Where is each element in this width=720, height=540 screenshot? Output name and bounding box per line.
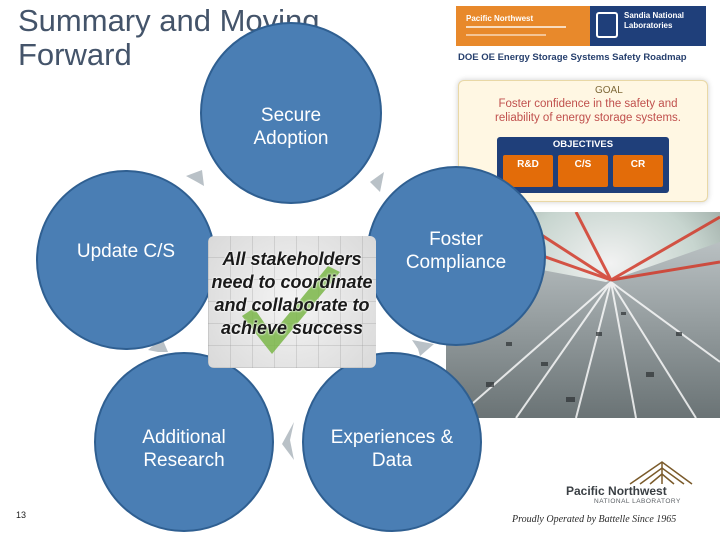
pnnl-footer-name: Pacific Northwest xyxy=(566,484,667,498)
page-number: 13 xyxy=(16,510,27,520)
cycle-node-update-cs: Update C/S xyxy=(36,170,216,350)
cycle-node-foster-compliance: Foster Compliance xyxy=(366,166,546,346)
pnnl-header-logo: Pacific Northwest xyxy=(456,6,590,46)
objective-cs-label: C/S xyxy=(574,159,592,170)
objective-cr: CR xyxy=(613,155,663,187)
cycle-node-foster-compliance-label: Foster Compliance xyxy=(405,229,507,273)
pnnl-header-lines xyxy=(466,26,566,28)
cycle-node-additional-research: Additional Research xyxy=(94,352,274,532)
cycle-node-secure-adoption-label: Secure Adoption xyxy=(253,105,329,149)
roadmap-header: Pacific Northwest Sandia National Labora… xyxy=(456,6,706,46)
cycle-node-experiences-data: Experiences & Data xyxy=(302,352,482,532)
pnnl-footer-logo: Pacific Northwest NATIONAL LABORATORY xyxy=(566,456,706,506)
cycle-node-secure-adoption: Secure Adoption xyxy=(200,22,382,204)
objective-cr-label: CR xyxy=(630,159,646,170)
goal-text: Foster confidence in the safety and reli… xyxy=(495,98,681,124)
objectives-panel: OBJECTIVES R&D C/S CR xyxy=(497,137,669,193)
cycle-node-experiences-data-label: Experiences & Data xyxy=(330,427,454,471)
pnnl-footer-sub: NATIONAL LABORATORY xyxy=(594,498,681,505)
puzzle-background xyxy=(208,236,376,368)
battelle-tagline: Proudly Operated by Battelle Since 1965 xyxy=(512,514,677,525)
sandia-header-logo: Sandia National Laboratories xyxy=(590,6,706,46)
pnnl-header-label: Pacific Northwest xyxy=(466,14,534,23)
cycle-node-update-cs-label: Update C/S xyxy=(76,241,176,262)
arrow-left-to-top xyxy=(186,170,204,186)
objective-rd: R&D xyxy=(503,155,553,187)
objectives-label: OBJECTIVES xyxy=(552,139,614,150)
pnnl-emblem-icon xyxy=(629,461,693,485)
cycle-node-additional-research-label: Additional Research xyxy=(142,427,226,471)
arrow-right-to-bottom-right xyxy=(412,340,434,356)
slide-title: Summary and Moving Forward xyxy=(18,3,320,72)
objective-cs: C/S xyxy=(558,155,608,187)
sandia-thunderbird-icon xyxy=(596,12,618,38)
checkmark-icon xyxy=(242,266,340,354)
sandia-header-label: Sandia National Laboratories xyxy=(624,11,685,30)
arrow-bottom-right-to-bottom-left xyxy=(282,422,294,460)
roadmap-caption: DOE OE Energy Storage Systems Safety Roa… xyxy=(458,52,687,63)
pnnl-header-line-2 xyxy=(466,34,546,36)
objective-rd-label: R&D xyxy=(517,159,539,170)
arrow-top-to-right xyxy=(370,172,384,192)
center-message: All stakeholders need to coordinate and … xyxy=(211,249,373,338)
goal-label: GOAL xyxy=(595,85,623,96)
